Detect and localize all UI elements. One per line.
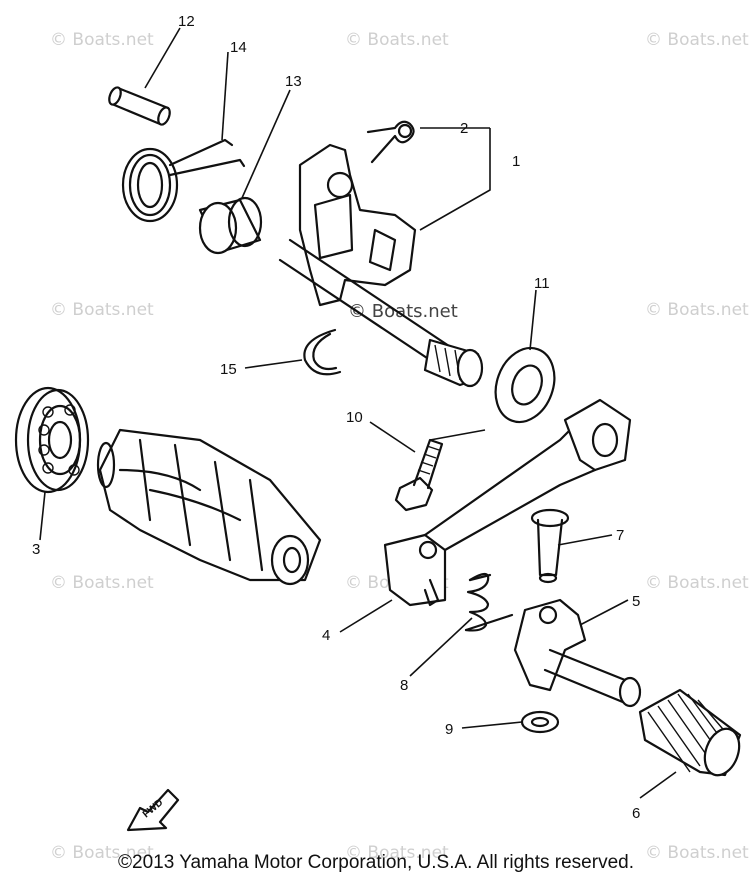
callout-11: 11 [534,275,550,292]
part-14-spring [121,138,246,223]
part-5-footrest [513,598,642,708]
watermark: © Boats.net [50,573,154,593]
watermark: © Boats.net [50,843,154,863]
watermark: © Boats.net [645,300,749,320]
callout-10: 10 [346,409,363,426]
copyright-notice: ©2013 Yamaha Motor Corporation, U.S.A. A… [118,852,634,873]
shift-drum [96,428,322,586]
part-2-spring [366,120,415,164]
part-6-grip [638,688,742,777]
callout-8: 8 [400,677,408,694]
part-12-pin [108,86,171,126]
callout-12: 12 [178,13,195,30]
watermark: © Boats.net [645,843,749,863]
watermark: © Boats.net [345,30,449,50]
callout-6: 6 [632,805,640,822]
callout-4: 4 [322,627,330,644]
part-9-washer [520,710,560,734]
watermark-center: © Boats.net [348,301,458,322]
callout-14: 14 [230,39,247,56]
watermark: © Boats.net [345,843,449,863]
part-11-oil-seal [494,346,556,424]
part-4-shift-pedal [383,398,632,607]
part-13-collar [198,196,263,255]
fwd-arrow-icon: FWD [126,788,180,832]
part-10-bolt [394,438,444,512]
leader-lines [39,27,677,799]
callout-15: 15 [220,361,237,378]
part-7-pin [530,508,570,584]
part-1-shift-shaft [278,143,484,388]
watermark: © Boats.net [50,30,154,50]
callout-7: 7 [616,527,624,544]
part-15-circlip [303,328,342,376]
callout-2: 2 [460,120,468,137]
callout-9: 9 [445,721,453,738]
watermark: © Boats.net [50,300,154,320]
watermark: © Boats.net [645,573,749,593]
callout-3: 3 [32,541,40,558]
watermark: © Boats.net [645,30,749,50]
callout-13: 13 [285,73,302,90]
callouts: 12 14 13 2 1 11 15 10 3 7 5 4 8 9 6 [32,13,640,822]
callout-1: 1 [512,153,520,170]
part-3-bearing [14,386,90,494]
callout-5: 5 [632,593,640,610]
part-8-spring [464,572,514,632]
